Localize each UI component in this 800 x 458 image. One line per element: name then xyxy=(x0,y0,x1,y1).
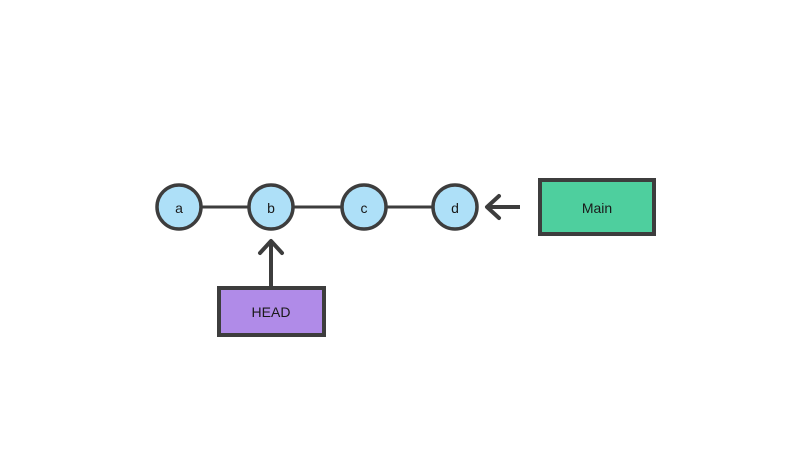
main-branch-box[interactable] xyxy=(538,178,656,236)
head-pointer-box[interactable] xyxy=(217,286,326,337)
main-branch-text: Main xyxy=(582,200,612,216)
head-arrow-head xyxy=(258,239,284,255)
head-arrow-up-icon xyxy=(258,239,284,286)
commit-label-d: d xyxy=(451,200,459,216)
commit-circle-d[interactable] xyxy=(431,183,479,231)
main-arrow-left-icon xyxy=(485,194,520,220)
commit-node-c[interactable]: c xyxy=(340,183,388,231)
commit-node-d[interactable]: d xyxy=(431,183,479,231)
commit-label-b: b xyxy=(267,200,275,216)
commit-node-b[interactable]: b xyxy=(247,183,295,231)
commit-label-a: a xyxy=(175,200,183,216)
head-pointer-label[interactable]: HEAD xyxy=(217,286,326,337)
commit-circle-c[interactable] xyxy=(340,183,388,231)
commit-node-a[interactable]: a xyxy=(155,183,203,231)
commit-circle-a[interactable] xyxy=(155,183,203,231)
commit-label-c: c xyxy=(361,200,368,216)
commit-circle-b[interactable] xyxy=(247,183,295,231)
main-arrow-head xyxy=(485,194,501,220)
main-branch-label[interactable]: Main xyxy=(538,178,656,236)
head-pointer-text: HEAD xyxy=(252,304,291,320)
